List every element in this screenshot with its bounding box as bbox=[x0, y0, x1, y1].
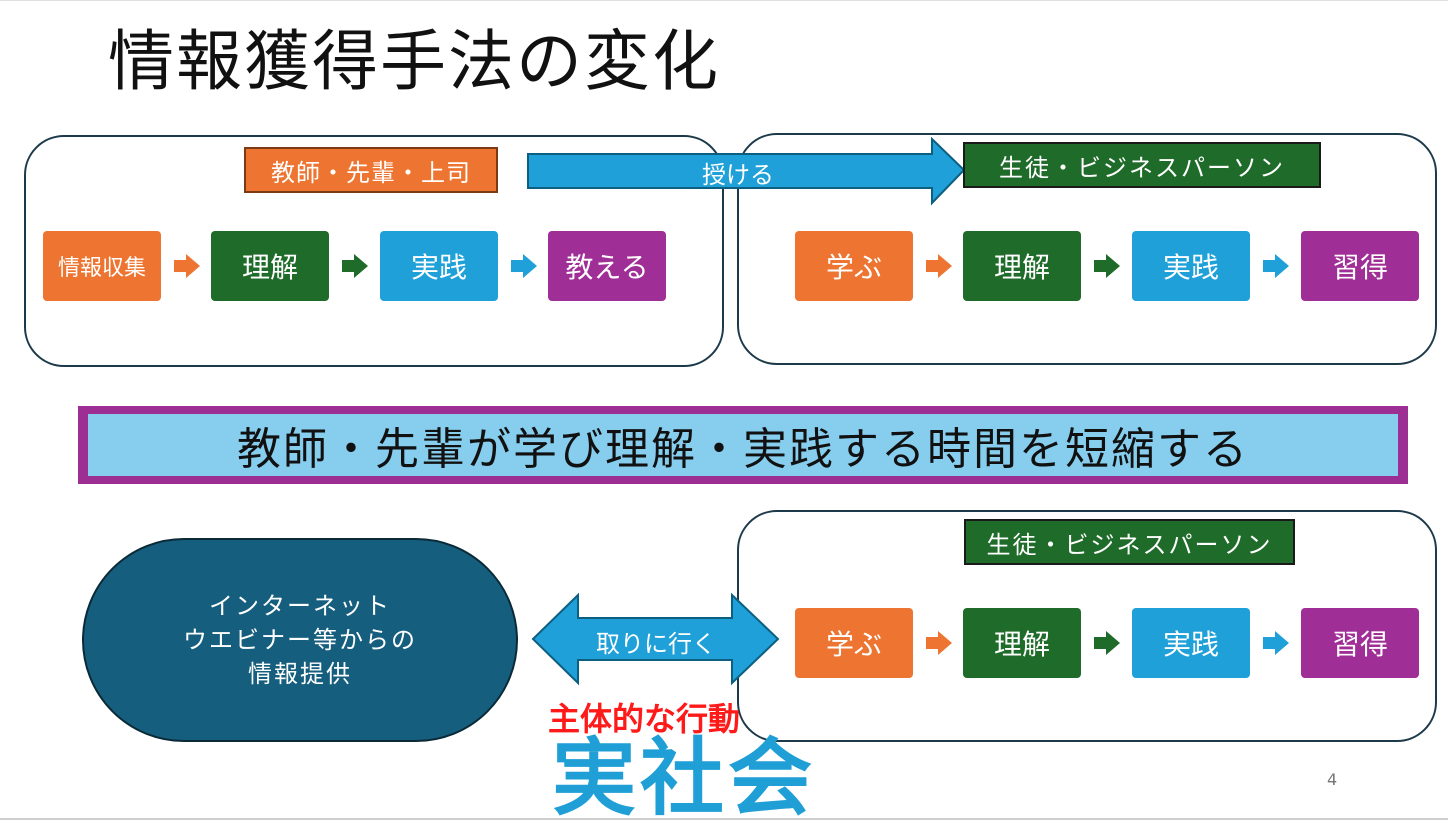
top-border bbox=[0, 0, 1448, 1]
fetch-double-arrow bbox=[531, 592, 780, 686]
chevron-right-icon bbox=[926, 631, 952, 655]
internet-line-2: ウエビナー等からの bbox=[183, 626, 417, 654]
chevron-right-icon bbox=[1094, 254, 1120, 278]
step-learn: 学ぶ bbox=[795, 231, 913, 301]
student-header-top: 生徒・ビジネスパーソン bbox=[963, 142, 1321, 188]
step-practice: 実践 bbox=[1132, 608, 1250, 678]
student-header-bottom: 生徒・ビジネスパーソン bbox=[964, 519, 1295, 565]
chevron-right-icon bbox=[1263, 254, 1289, 278]
step-master: 習得 bbox=[1301, 608, 1419, 678]
chevron-right-icon bbox=[1263, 631, 1289, 655]
chevron-right-icon bbox=[511, 254, 537, 278]
step-teach: 教える bbox=[548, 231, 666, 301]
internet-line-3: 情報提供 bbox=[248, 660, 352, 688]
fetch-arrow-label: 取りに行く bbox=[596, 629, 716, 658]
bottom-border bbox=[0, 818, 1448, 820]
internet-line-1: インターネット bbox=[209, 592, 391, 620]
chevron-right-icon bbox=[926, 254, 952, 278]
step-understand: 理解 bbox=[963, 231, 1081, 301]
step-learn: 学ぶ bbox=[795, 608, 913, 678]
step-practice: 実践 bbox=[1132, 231, 1250, 301]
step-master: 習得 bbox=[1301, 231, 1419, 301]
internet-source: インターネット ウエビナー等からの 情報提供 bbox=[82, 538, 518, 742]
chevron-right-icon bbox=[342, 254, 368, 278]
proactive-action-label: 主体的な行動 bbox=[548, 700, 741, 738]
step-understand: 理解 bbox=[211, 231, 329, 301]
transfer-arrow bbox=[527, 137, 966, 206]
chevron-right-icon bbox=[1094, 631, 1120, 655]
page-number: 4 bbox=[1327, 770, 1338, 789]
real-society-label: 実社会 bbox=[552, 729, 817, 827]
step-understand: 理解 bbox=[963, 608, 1081, 678]
transfer-arrow-label: 授ける bbox=[702, 160, 774, 189]
chevron-right-icon bbox=[174, 254, 200, 278]
step-collect: 情報収集 bbox=[43, 231, 161, 301]
banner-text: 教師・先輩が学び理解・実践する時間を短縮する bbox=[88, 414, 1398, 476]
step-practice: 実践 bbox=[380, 231, 498, 301]
teacher-header: 教師・先輩・上司 bbox=[244, 147, 498, 193]
slide-title: 情報獲得手法の変化 bbox=[108, 23, 720, 100]
